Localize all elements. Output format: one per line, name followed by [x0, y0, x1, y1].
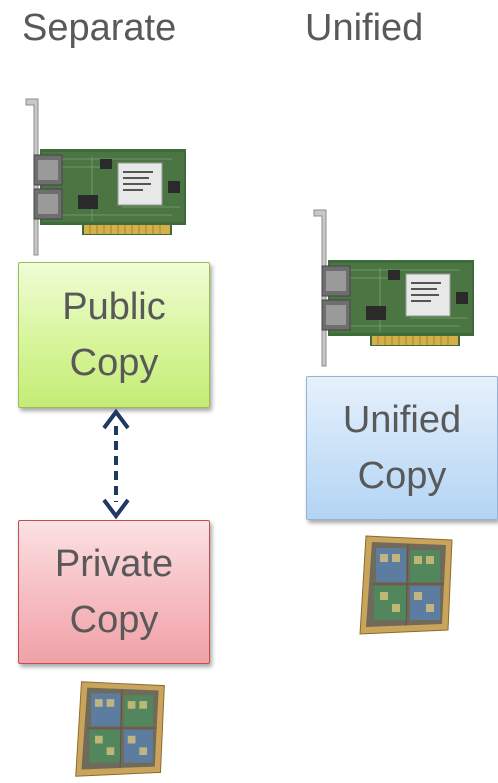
private-copy-line1: Private: [54, 543, 174, 585]
cpu-die-icon: [75, 681, 165, 777]
public-copy-box: Public Copy: [18, 262, 210, 408]
network-card-icon: [313, 209, 474, 367]
separate-heading: Separate: [22, 7, 177, 49]
unified-copy-line1: Unified: [342, 399, 462, 441]
cpu-die-icon: [359, 535, 453, 635]
unified-copy-line2: Copy: [357, 455, 447, 497]
private-copy-line2: Copy: [69, 599, 159, 641]
public-copy-line1: Public: [62, 286, 166, 328]
unified-copy-box: Unified Copy: [306, 376, 498, 520]
unified-heading: Unified: [305, 7, 424, 49]
public-copy-line2: Copy: [69, 342, 159, 384]
private-copy-box: Private Copy: [18, 520, 210, 664]
dashed-double-arrow: [102, 408, 130, 520]
network-card-icon: [25, 98, 186, 256]
